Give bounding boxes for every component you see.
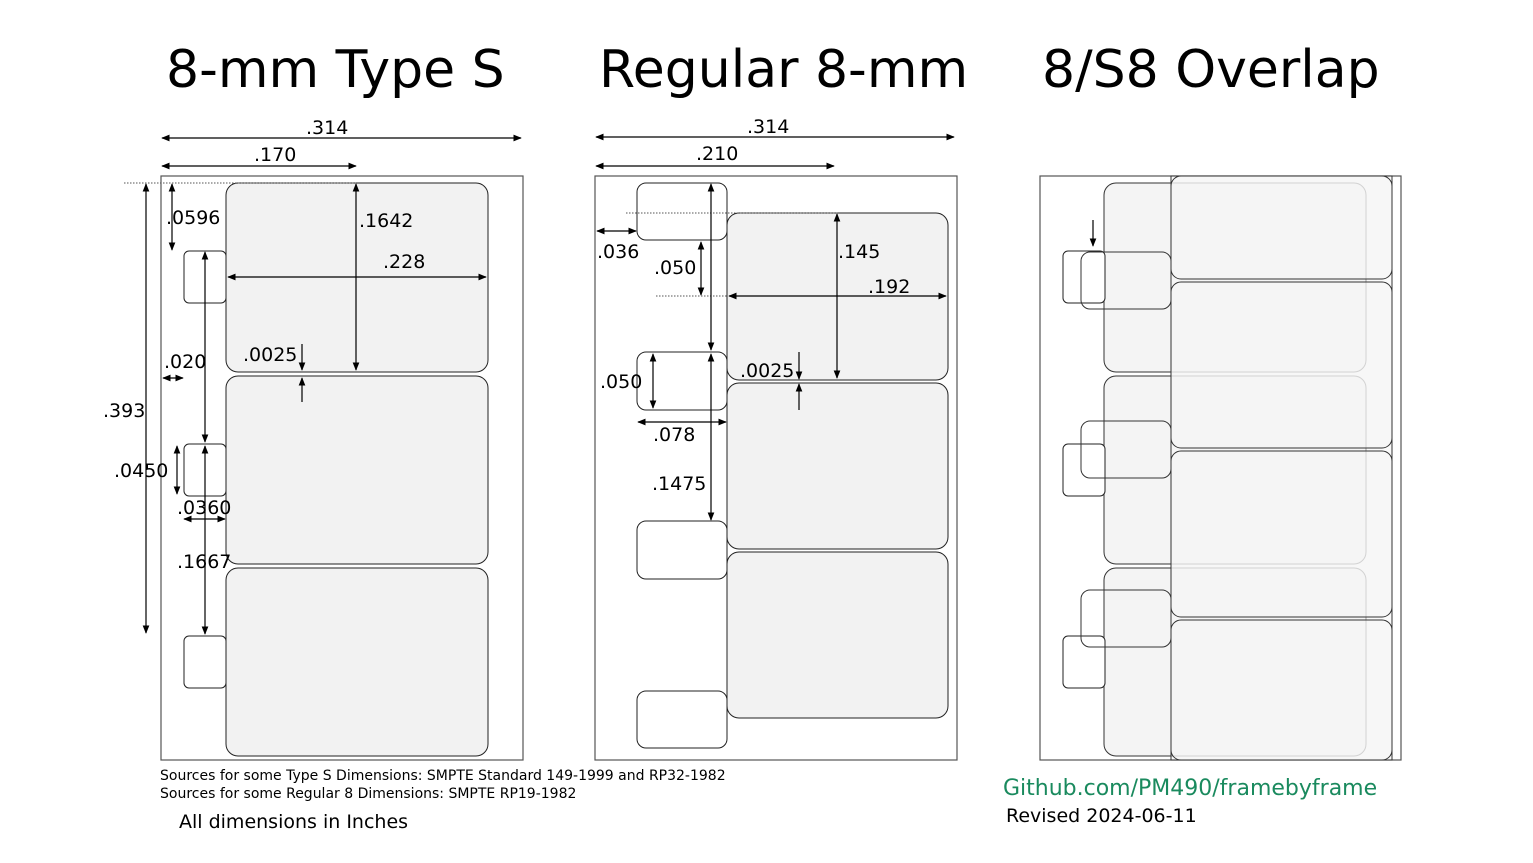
type-s-frame-gap-label: .0025 (243, 344, 297, 366)
type-s-perf-width-label: .0360 (177, 497, 231, 519)
source-regular-8: Sources for some Regular 8 Dimensions: S… (160, 786, 577, 802)
type-s-perf-to-frame-label: .0596 (166, 207, 220, 229)
overlap-regular-frame (1170, 450, 1393, 618)
overlap-type-s-perforation (1062, 443, 1106, 497)
regular-perf-height-label: .050 (600, 371, 642, 393)
title-type-s: 8-mm Type S (166, 40, 505, 100)
overlap-regular-perforation (1080, 589, 1172, 648)
source-type-s: Sources for some Type S Dimensions: SMPT… (160, 768, 726, 784)
regular-perforation (636, 690, 728, 749)
regular-frame-height-label: .145 (838, 241, 880, 263)
type-s-film-width-label: .314 (306, 117, 348, 139)
overlap-strip (1039, 175, 1402, 761)
regular-frame (726, 382, 949, 550)
regular-perf-pitch-label: .1475 (652, 473, 706, 495)
regular-frame-width-label: .192 (868, 276, 910, 298)
type-s-perf-height-label: .0450 (114, 460, 168, 482)
type-s-edge-to-center-label: .170 (254, 144, 296, 166)
regular-perforation (636, 182, 728, 241)
type-s-span-label: .393 (103, 400, 145, 422)
regular-film-width-label: .314 (747, 116, 789, 138)
units-note: All dimensions in Inches (179, 811, 409, 833)
type-s-strip: .314 .170 .0596 .1642 .228 .020 .0025 .3… (103, 117, 524, 761)
type-s-frame (225, 567, 489, 757)
type-s-perforation (183, 635, 227, 689)
regular-8-strip: .314 .210 .036 .050 .145 .192 .050 .0025… (594, 116, 958, 761)
regular-edge-to-center-label: .210 (696, 143, 738, 165)
title-regular-8: Regular 8-mm (599, 40, 969, 100)
overlap-regular-frame (1170, 281, 1393, 449)
regular-frame (726, 551, 949, 719)
type-s-frame-height-label: .1642 (359, 210, 413, 232)
type-s-frame-width-label: .228 (383, 251, 425, 273)
regular-perf-edge-label: .036 (597, 241, 639, 263)
regular-frame-gap-label: .0025 (740, 360, 794, 382)
overlap-regular-perforation (1080, 420, 1172, 479)
github-link[interactable]: Github.com/PM490/framebyframe (1003, 776, 1378, 801)
regular-perf-to-frame-label: .050 (654, 257, 696, 279)
title-overlap: 8/S8 Overlap (1042, 40, 1380, 100)
type-s-perf-pitch-label: .1667 (177, 551, 231, 573)
overlap-regular-frame (1170, 619, 1393, 761)
overlap-type-s-perforation (1062, 250, 1106, 304)
regular-perforation (636, 351, 728, 411)
overlap-type-s-perforation (1062, 635, 1106, 689)
type-s-frame (225, 375, 489, 565)
overlap-regular-perforation (1080, 251, 1172, 310)
regular-perf-width-label: .078 (653, 424, 695, 446)
revised-date: Revised 2024-06-11 (1006, 805, 1197, 827)
overlap-regular-frame (1170, 175, 1393, 280)
type-s-perf-edge-label: .020 (164, 351, 206, 373)
regular-perforation (636, 520, 728, 580)
